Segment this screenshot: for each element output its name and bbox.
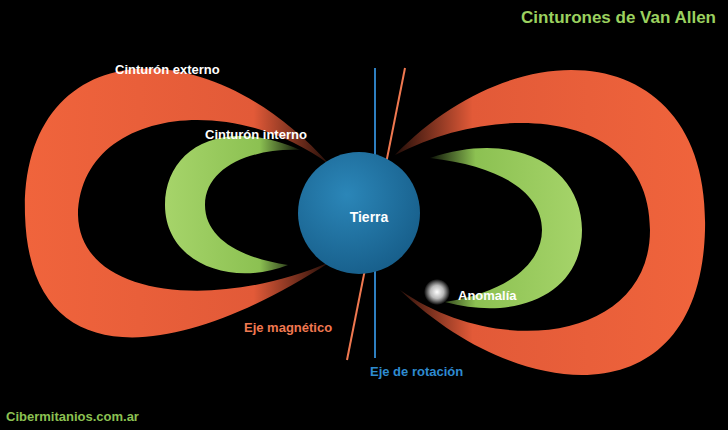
node-label: Tierra xyxy=(350,209,389,225)
outer-belt xyxy=(25,69,330,338)
anomaly-glow xyxy=(424,279,450,305)
anomaly-label: Anomalía xyxy=(458,288,517,303)
inner-belt xyxy=(430,148,582,308)
watermark: Cibermitanios.com.ar xyxy=(6,409,139,424)
outer-belt xyxy=(395,70,705,375)
earth-circle: Tierra xyxy=(297,151,421,275)
belt-label: Cinturón interno xyxy=(205,127,307,142)
inner-belt xyxy=(165,136,300,273)
axis-label: Eje de rotación xyxy=(370,364,463,379)
axis-label: Eje magnético xyxy=(244,320,332,335)
diagram-title: Cinturones de Van Allen xyxy=(521,8,716,28)
earth-disc xyxy=(298,152,420,274)
belt-label: Cinturón externo xyxy=(115,62,220,77)
